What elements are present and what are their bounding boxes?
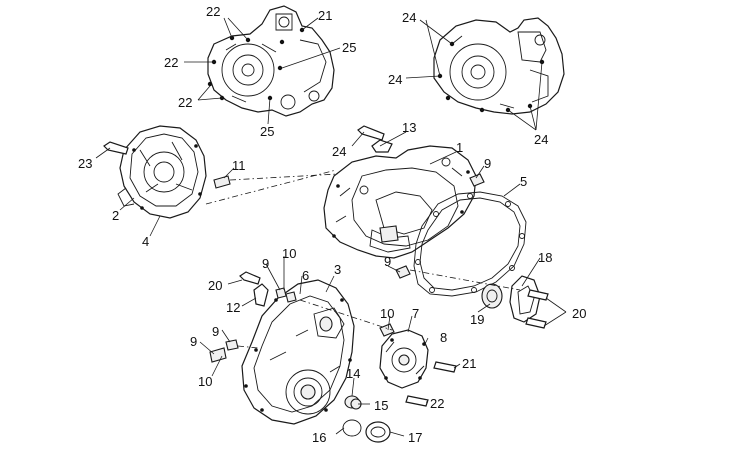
callout-9: 9 xyxy=(484,156,491,171)
water-pump-cover xyxy=(379,323,457,407)
callout-24: 24 xyxy=(388,72,402,87)
crankcase-half xyxy=(323,125,485,279)
crankcase-left-view xyxy=(207,5,335,117)
callout-1: 1 xyxy=(456,140,463,155)
callout-22: 22 xyxy=(164,55,178,70)
crankcase-right-view xyxy=(433,17,565,115)
callout-6: 6 xyxy=(302,268,309,283)
callout-12: 12 xyxy=(226,300,240,315)
callout-9: 9 xyxy=(384,254,391,269)
callout-21: 21 xyxy=(462,356,476,371)
callout-19: 19 xyxy=(470,312,484,327)
callout-10: 10 xyxy=(198,374,212,389)
small-cover-assembly xyxy=(481,275,549,329)
clutch-cover-assembly xyxy=(103,125,231,219)
callout-18: 18 xyxy=(538,250,552,265)
callout-9: 9 xyxy=(212,324,219,339)
small-fasteners-left xyxy=(209,271,297,363)
callout-25: 25 xyxy=(342,40,356,55)
callout-11: 11 xyxy=(232,158,246,173)
callout-14: 14 xyxy=(346,366,360,381)
callout-labels: 22 21 22 25 22 25 24 24 24 13 24 1 9 5 2… xyxy=(78,4,586,445)
gasket xyxy=(413,191,527,297)
callout-5: 5 xyxy=(520,174,527,189)
callout-20: 20 xyxy=(572,306,586,321)
callout-20: 20 xyxy=(208,278,222,293)
callout-9: 9 xyxy=(190,334,197,349)
callout-2: 2 xyxy=(112,208,119,223)
callout-7: 7 xyxy=(412,306,419,321)
callout-22: 22 xyxy=(206,4,220,19)
leader-lines xyxy=(95,17,567,437)
callout-25: 25 xyxy=(260,124,274,139)
callout-4: 4 xyxy=(142,234,149,249)
callout-23: 23 xyxy=(78,156,92,171)
callout-10: 10 xyxy=(282,246,296,261)
callout-22: 22 xyxy=(178,95,192,110)
alignment-lines xyxy=(205,169,521,349)
callout-17: 17 xyxy=(408,430,422,445)
callout-15: 15 xyxy=(374,398,388,413)
callout-10: 10 xyxy=(380,306,394,321)
alternator-cover xyxy=(241,279,391,443)
callout-22: 22 xyxy=(430,396,444,411)
callout-16: 16 xyxy=(312,430,326,445)
callout-24: 24 xyxy=(332,144,346,159)
callout-8: 8 xyxy=(440,330,447,345)
callout-3: 3 xyxy=(334,262,341,277)
callout-21: 21 xyxy=(318,8,332,23)
callout-9: 9 xyxy=(262,256,269,271)
callout-24: 24 xyxy=(402,10,416,25)
callout-13: 13 xyxy=(402,120,416,135)
callout-24: 24 xyxy=(534,132,548,147)
